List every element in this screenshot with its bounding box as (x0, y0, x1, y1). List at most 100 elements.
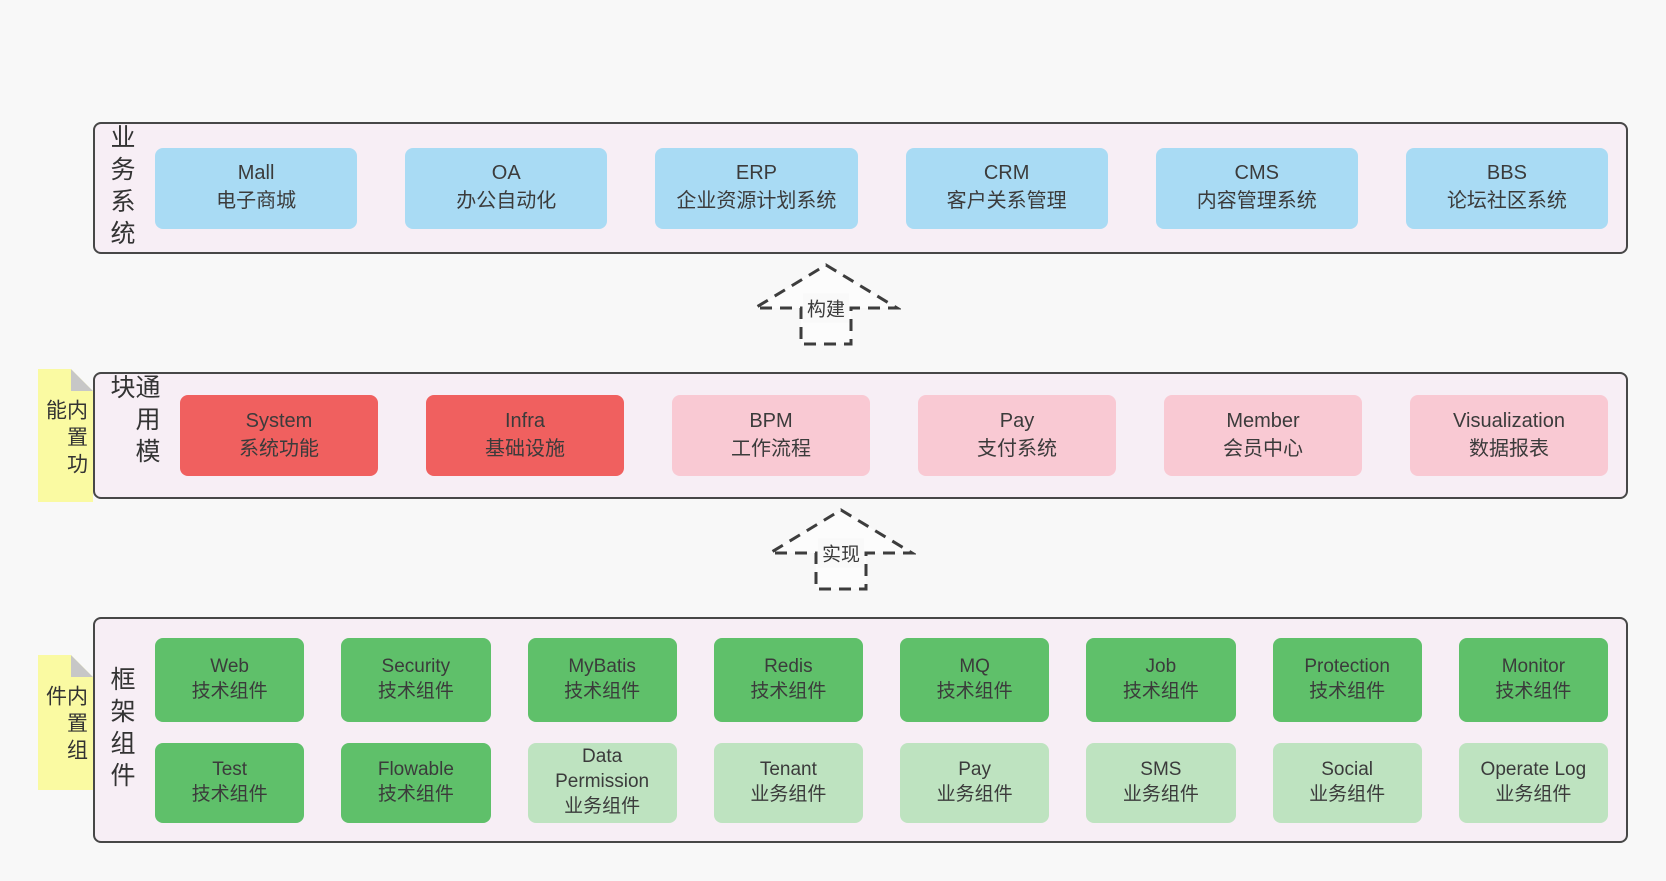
band-business-systems: 业务系统 Mall 电子商城 OA 办公自动化 ERP 企业资源计划系统 CRM… (93, 122, 1628, 254)
box-subtitle: 电子商城 (216, 190, 297, 212)
box-title: Monitor (1501, 655, 1566, 677)
box-title: Tenant (759, 758, 817, 780)
box-title: CMS (1234, 162, 1279, 185)
box-subtitle: 会员中心 (1223, 437, 1303, 460)
box-subtitle: 客户关系管理 (946, 190, 1067, 212)
box-tenant: Tenant 业务组件 (713, 742, 863, 823)
arrow-implement: 实现 (766, 507, 916, 592)
box-subtitle: 技术组件 (191, 680, 268, 702)
box-title: Data Permission (555, 746, 650, 793)
box-subtitle: 技术组件 (1309, 680, 1386, 702)
box-title: Member (1226, 409, 1300, 432)
box-subtitle: 技术组件 (377, 783, 454, 805)
box-subtitle: 工作流程 (731, 437, 811, 460)
box-subtitle: 内容管理系统 (1196, 190, 1317, 212)
box-web: Web 技术组件 (155, 637, 305, 722)
box-title: Job (1145, 655, 1177, 677)
box-title: Pay (999, 409, 1035, 432)
box-title: System (245, 409, 313, 432)
box-title: Web (210, 655, 249, 677)
band-framework-components: 框架组件 Web 技术组件 Security 技术组件 MyBatis 技术组件… (93, 617, 1628, 843)
arrow-build: 构建 (751, 262, 901, 347)
box-subtitle: 支付系统 (977, 437, 1057, 460)
box-subtitle: 企业资源计划系统 (676, 190, 837, 212)
box-system: System 系统功能 (180, 395, 378, 476)
box-subtitle: 基础设施 (485, 437, 565, 460)
box-infra: Infra 基础设施 (426, 395, 624, 476)
box-title: CRM (983, 162, 1030, 185)
box-subtitle: 业务组件 (564, 795, 641, 817)
box-title: Protection (1304, 655, 1390, 677)
box-subtitle: 技术组件 (377, 680, 454, 702)
box-title: Operate Log (1480, 758, 1587, 780)
band-label-framework-components: 框架组件 (107, 666, 135, 794)
box-subtitle: 技术组件 (1122, 680, 1199, 702)
box-subtitle: 技术组件 (750, 680, 827, 702)
box-subtitle: 论坛社区系统 (1446, 190, 1567, 212)
box-security: Security 技术组件 (341, 637, 491, 722)
box-subtitle: 技术组件 (191, 783, 268, 805)
box-subtitle: 数据报表 (1469, 437, 1549, 460)
box-erp: ERP 企业资源计划系统 (655, 147, 858, 229)
box-visualization: Visualization 数据报表 (1410, 395, 1608, 476)
box-title: OA (491, 162, 521, 185)
sticky-note-builtin-features: 内置功能 (38, 369, 93, 502)
box-mybatis: MyBatis 技术组件 (527, 637, 677, 722)
box-subtitle: 业务组件 (936, 783, 1013, 805)
box-monitor: Monitor 技术组件 (1458, 637, 1608, 722)
box-redis: Redis 技术组件 (713, 637, 863, 722)
box-title: BBS (1486, 162, 1527, 185)
box-subtitle: 业务组件 (1309, 783, 1386, 805)
band-label-business-systems: 业务系统 (107, 124, 135, 252)
box-title: Redis (764, 655, 813, 677)
box-social: Social 业务组件 (1272, 742, 1422, 823)
box-subtitle: 系统功能 (239, 437, 319, 460)
box-subtitle: 业务组件 (1122, 783, 1199, 805)
component-row-2: Test 技术组件 Flowable 技术组件 Data Permission … (155, 742, 1608, 823)
component-row-1: Web 技术组件 Security 技术组件 MyBatis 技术组件 Redi… (155, 637, 1608, 722)
box-title: MQ (959, 655, 990, 677)
box-data-permission: Data Permission 业务组件 (527, 742, 677, 823)
sticky-note-label: 内置功能 (43, 399, 88, 480)
box-member: Member 会员中心 (1164, 395, 1362, 476)
box-subtitle: 业务组件 (750, 783, 827, 805)
box-subtitle: 技术组件 (1495, 680, 1572, 702)
box-title: BPM (749, 409, 793, 432)
box-operate-log: Operate Log 业务组件 (1458, 742, 1608, 823)
box-cms: CMS 内容管理系统 (1155, 147, 1358, 229)
box-title: Flowable (377, 758, 454, 780)
box-flowable: Flowable 技术组件 (341, 742, 491, 823)
box-subtitle: 技术组件 (936, 680, 1013, 702)
box-title: Social (1321, 758, 1373, 780)
business-system-boxes: Mall 电子商城 OA 办公自动化 ERP 企业资源计划系统 CRM 客户关系… (155, 147, 1609, 229)
box-mall: Mall 电子商城 (155, 147, 358, 229)
box-title: MyBatis (568, 655, 636, 677)
band-label-common-modules: 通用模块 (107, 374, 160, 470)
component-rows: Web 技术组件 Security 技术组件 MyBatis 技术组件 Redi… (155, 637, 1608, 823)
box-pay-business: Pay 业务组件 (900, 742, 1050, 823)
box-title: Visualization (1453, 409, 1565, 432)
box-bpm: BPM 工作流程 (672, 395, 870, 476)
box-title: Mall (237, 162, 275, 185)
box-title: SMS (1140, 758, 1182, 780)
box-mq: MQ 技术组件 (900, 637, 1050, 722)
box-subtitle: 业务组件 (1495, 783, 1572, 805)
box-job: Job 技术组件 (1086, 637, 1236, 722)
sticky-note-label: 内置组件 (43, 685, 88, 766)
box-subtitle: 办公自动化 (456, 190, 557, 212)
box-title: ERP (735, 162, 777, 185)
box-oa: OA 办公自动化 (405, 147, 608, 229)
box-protection: Protection 技术组件 (1272, 637, 1422, 722)
arrow-implement-label: 实现 (817, 538, 865, 568)
box-pay: Pay 支付系统 (918, 395, 1116, 476)
box-sms: SMS 业务组件 (1086, 742, 1236, 823)
box-test: Test 技术组件 (155, 742, 305, 823)
box-title: Pay (958, 758, 991, 780)
box-title: Security (381, 655, 451, 677)
band-common-modules: 通用模块 System 系统功能 Infra 基础设施 BPM 工作流程 Pay… (93, 372, 1628, 499)
box-title: Test (212, 758, 248, 780)
sticky-note-builtin-components: 内置组件 (38, 655, 93, 790)
box-crm: CRM 客户关系管理 (905, 147, 1108, 229)
arrow-build-label: 构建 (802, 293, 850, 323)
box-title: Infra (504, 409, 546, 432)
